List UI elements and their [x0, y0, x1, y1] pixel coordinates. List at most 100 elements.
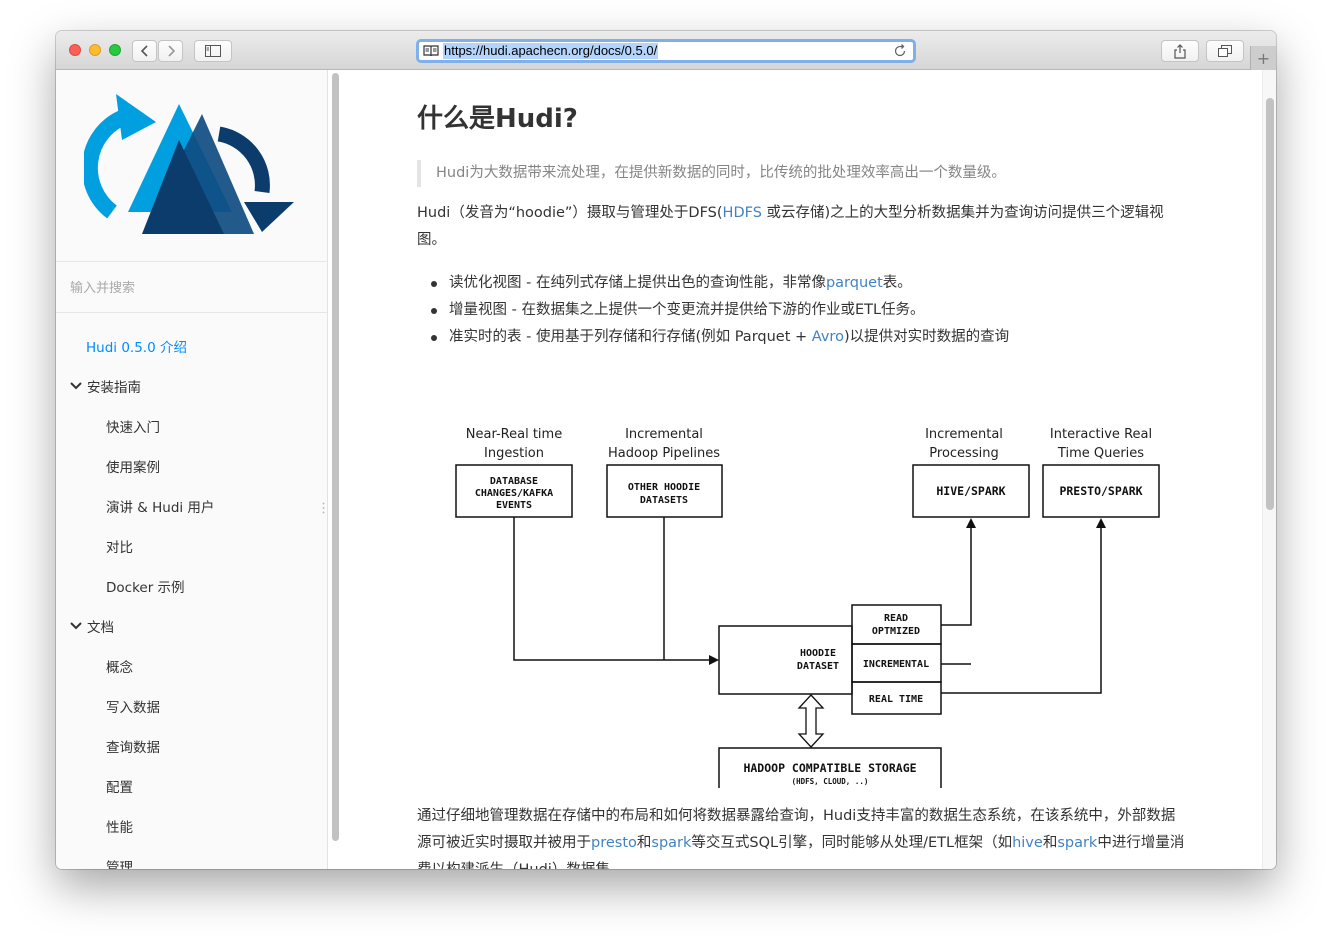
sidebar-item-quickstart[interactable]: 快速入门 [56, 406, 327, 446]
box-incremental: INCREMENTAL [863, 659, 929, 670]
sidebar-item-configurations[interactable]: 配置 [56, 766, 327, 806]
views-list: 读优化视图 - 在纯列式存储上提供出色的查询性能，非常像parquet表。 增量… [417, 270, 1189, 351]
box-presto-spark: PRESTO/SPARK [1059, 484, 1142, 498]
box-read-line2: OPTMIZED [872, 626, 920, 637]
list-item: 准实时的表 - 使用基于列存储和行存储(例如 Parquet + Avro)以提… [417, 324, 1189, 351]
chevron-left-icon [140, 45, 148, 57]
tabs-icon [1218, 45, 1232, 57]
back-button[interactable] [132, 40, 157, 62]
sidebar-item-writing[interactable]: 写入数据 [56, 686, 327, 726]
sidebar-item-label: Docker 示例 [106, 580, 185, 596]
storage-box [718, 747, 942, 788]
sidebar-icon [205, 45, 221, 57]
closing-text-5: 中进行增量消费以构建派生（Hudi）数据集。 [417, 835, 1185, 869]
parquet-link[interactable]: parquet [825, 275, 883, 291]
sidebar-item-label: Hudi 0.5.0 介绍 [86, 340, 187, 356]
zoom-window-button[interactable] [109, 44, 121, 56]
sidebar-item-concepts[interactable]: 概念 [56, 646, 327, 686]
sidebar-item-label: 概念 [106, 660, 133, 676]
intro-quote: Hudi为大数据带来流处理，在提供新数据的同时，比传统的批处理效率高出一个数量级… [417, 160, 1177, 187]
box-database-line2: CHANGES/KAFKA [475, 488, 553, 499]
docs-sidebar: Hudi 0.5.0 介绍 安装指南 快速入门 使用案例 演讲 & Hudi 用… [56, 70, 328, 869]
sidebar-item-comparison[interactable]: 对比 [56, 526, 327, 566]
box-read-line1: READ [884, 613, 908, 624]
address-bar[interactable]: https://hudi.apachecn.org/docs/0.5.0/ [416, 39, 916, 63]
box-real-time: REAL TIME [869, 694, 923, 705]
sidebar-chapter-install[interactable]: 安装指南 [56, 366, 327, 406]
intro-text-tail: 或云存储)之上的大型分析数据集并为查询访问提供三个逻辑视图。 [417, 205, 1164, 248]
sidebar-toggle-button[interactable] [194, 40, 232, 62]
avro-link[interactable]: Avro [811, 329, 844, 345]
search-area [56, 263, 327, 313]
sidebar-item-label: 写入数据 [106, 700, 160, 716]
chevron-down-icon [70, 622, 82, 630]
sidebar-item-talks[interactable]: 演讲 & Hudi 用户 [56, 486, 327, 526]
sidebar-item-admin[interactable]: 管理 [56, 846, 327, 869]
read-optimized-box [851, 604, 942, 645]
new-tab-button[interactable]: + [1250, 46, 1276, 70]
main-scrollbar-thumb[interactable] [1266, 98, 1274, 510]
closing-text-4: 和 [1042, 835, 1058, 851]
box-other-line1: OTHER HOODIE [628, 482, 700, 493]
main-scrollbar[interactable] [1262, 70, 1276, 869]
presto-link[interactable]: presto [591, 835, 637, 851]
hive-link[interactable]: hive [1012, 835, 1043, 851]
main-content: 什么是Hudi? Hudi为大数据带来流处理，在提供新数据的同时，比传统的批处理… [341, 70, 1261, 869]
label-hadoop-pipelines: Hadoop Pipelines [608, 446, 720, 461]
box-hive-spark: HIVE/SPARK [936, 484, 1005, 498]
hdfs-link[interactable]: HDFS [722, 205, 762, 221]
plus-icon: + [1256, 48, 1271, 68]
spark-link[interactable]: spark [651, 835, 692, 851]
label-incremental-processing-2: Processing [929, 446, 998, 461]
bullet-text: 增量视图 - 在数据集之上提供一个变更流并提供给下游的作业或ETL任务。 [449, 302, 925, 318]
label-incremental: Incremental [625, 427, 703, 442]
chevron-down-icon [70, 382, 82, 390]
ecosystem-paragraph: 通过仔细地管理数据在存储中的布局和如何将数据暴露给查询，Hudi支持丰富的数据生… [417, 803, 1189, 869]
presto-spark-box [1042, 464, 1160, 518]
closing-text-1: 通过仔细地管理数据在存储中的布局和如何将数据暴露给查询，Hudi支持丰富的数据生… [417, 808, 1176, 851]
closing-text-2: 和 [636, 835, 652, 851]
real-time-box [851, 681, 942, 715]
reload-icon[interactable] [893, 44, 907, 58]
sidebar-chapter-docs[interactable]: 文档 [56, 606, 327, 646]
spark-link-2[interactable]: spark [1057, 835, 1098, 851]
tab-overview-button[interactable] [1206, 40, 1244, 62]
sidebar-item-querying[interactable]: 查询数据 [56, 726, 327, 766]
close-window-button[interactable] [69, 44, 81, 56]
hoodie-dataset-box [718, 625, 853, 695]
browser-window: https://hudi.apachecn.org/docs/0.5.0/ + [56, 31, 1276, 869]
box-other-line2: DATASETS [640, 495, 688, 506]
sidebar-item-use-cases[interactable]: 使用案例 [56, 446, 327, 486]
sidebar-item-intro[interactable]: Hudi 0.5.0 介绍 [56, 326, 327, 366]
box-hoodie-line2: DATASET [797, 661, 839, 672]
sidebar-item-performance[interactable]: 性能 [56, 806, 327, 846]
forward-button[interactable] [158, 40, 183, 62]
sidebar-nav: Hudi 0.5.0 介绍 安装指南 快速入门 使用案例 演讲 & Hudi 用… [56, 326, 327, 869]
list-item: 增量视图 - 在数据集之上提供一个变更流并提供给下游的作业或ETL任务。 [417, 297, 1189, 324]
box-hoodie-line1: HOODIE [800, 648, 836, 659]
minimize-window-button[interactable] [89, 44, 101, 56]
reader-icon [423, 45, 439, 57]
search-input[interactable] [70, 275, 310, 301]
sidebar-item-label: 对比 [106, 540, 133, 556]
label-ingestion: Ingestion [484, 446, 544, 461]
sidebar-scrollbar-thumb[interactable] [332, 73, 339, 841]
list-item: 读优化视图 - 在纯列式存储上提供出色的查询性能，非常像parquet表。 [417, 270, 1189, 297]
share-button[interactable] [1161, 40, 1199, 62]
sidebar-item-docker[interactable]: Docker 示例 [56, 566, 327, 606]
label-incremental-processing-1: Incremental [925, 427, 1003, 442]
bullet-text: 读优化视图 - 在纯列式存储上提供出色的查询性能，非常像 [449, 275, 826, 291]
sidebar-item-label: 安装指南 [87, 380, 141, 396]
box-database-line3: EVENTS [496, 500, 532, 511]
label-interactive-2: Time Queries [1057, 446, 1144, 461]
hudi-architecture-diagram: Near-Real time Ingestion Incremental Had… [455, 427, 1160, 788]
chevron-right-icon [167, 45, 175, 57]
resize-grip-icon[interactable] [322, 502, 325, 514]
sidebar-item-label: 管理 [106, 860, 133, 869]
label-interactive-1: Interactive Real [1050, 427, 1152, 442]
sidebar-item-label: 查询数据 [106, 740, 160, 756]
sidebar-item-label: 快速入门 [106, 420, 160, 436]
bullet-text-tail: )以提供对实时数据的查询 [843, 329, 1010, 345]
hudi-logo[interactable] [84, 92, 299, 237]
sidebar-scrollbar[interactable] [331, 71, 339, 869]
